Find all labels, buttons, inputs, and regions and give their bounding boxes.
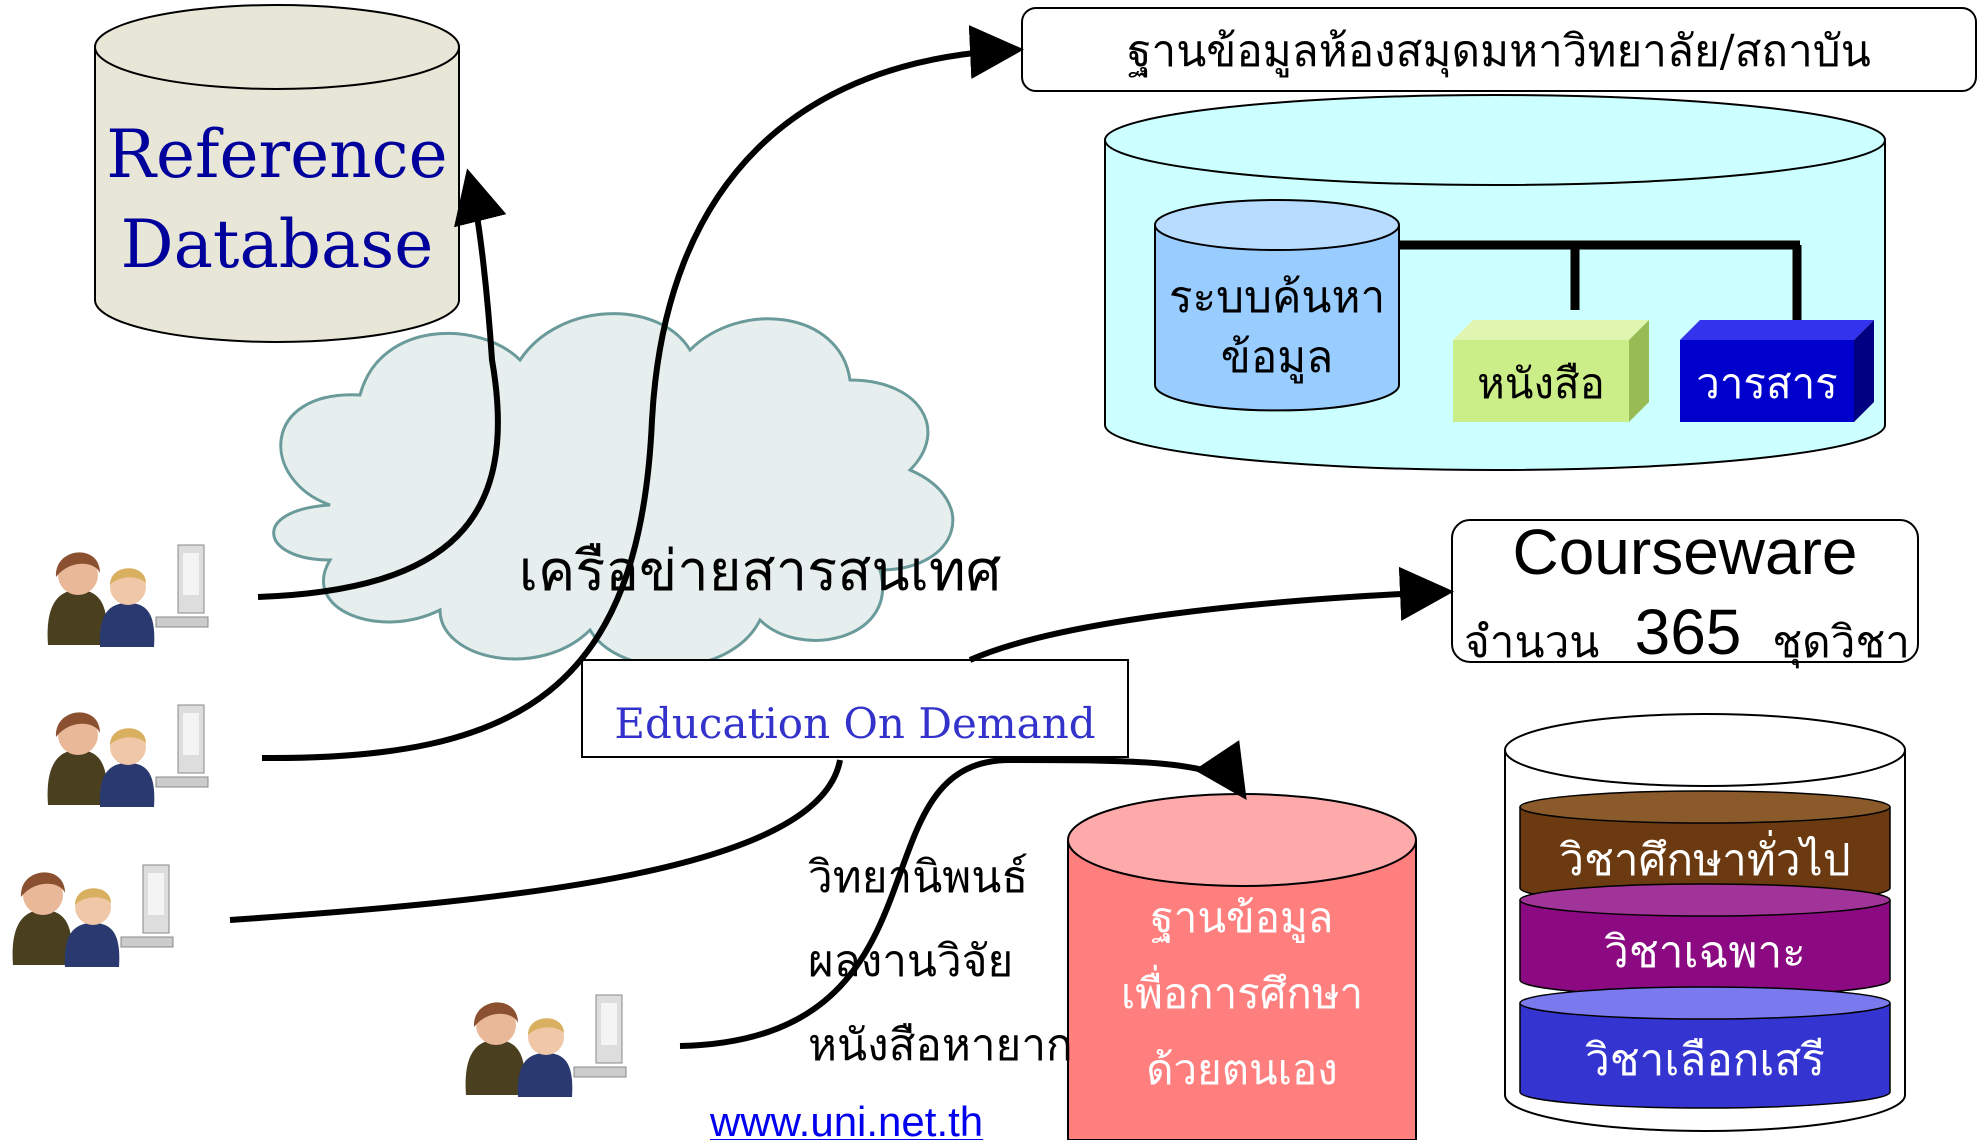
- resource-research: ผลงานวิจัย: [808, 936, 1013, 987]
- courseware-title: Courseware: [1512, 516, 1857, 588]
- search-system-label-1: ระบบค้นหา: [1169, 272, 1385, 323]
- eod-label: Education On Demand: [614, 699, 1095, 748]
- courseware-prefix: จำนวน: [1464, 617, 1599, 668]
- search-system-cylinder: ระบบค้นหา ข้อมูล: [1154, 199, 1400, 412]
- arrow-to-library-db: [261, 25, 1024, 762]
- specific-courses-layer: วิชาเฉพาะ: [1519, 883, 1891, 997]
- connections: [229, 25, 1454, 1049]
- library-connectors: [1400, 240, 1802, 325]
- website-link-text[interactable]: www.uni.net.th: [709, 1098, 983, 1140]
- courseware-box: Courseware จำนวน 365 ชุดวิชา: [1451, 516, 1919, 669]
- user-workstation-icon: [5, 864, 175, 970]
- user-workstation-icon: [40, 704, 210, 810]
- users: [5, 544, 628, 1100]
- network-cloud: [272, 312, 955, 668]
- journals-box: วารสาร: [1680, 320, 1874, 422]
- arrow-to-reference-db: [257, 168, 507, 600]
- arrow-to-courseware: [968, 566, 1454, 663]
- self-study-label-3: ด้วยตนเอง: [1146, 1045, 1338, 1094]
- courseware-count: 365: [1635, 596, 1742, 668]
- specific-courses-label: วิชาเฉพาะ: [1604, 927, 1806, 978]
- resource-rare-books: หนังสือหายาก: [808, 1020, 1073, 1071]
- self-study-database: ฐานข้อมูล เพื่อการศึกษา ด้วยตนเอง: [1067, 793, 1417, 1140]
- courseware-suffix: ชุดวิชา: [1772, 617, 1910, 669]
- books-box: หนังสือ: [1453, 320, 1649, 422]
- line-user3-network: [229, 759, 843, 923]
- reference-db-label-1: Reference: [106, 116, 447, 193]
- line-user4-resources: [679, 740, 1247, 1049]
- library-db-title-box: ฐานข้อมูลห้องสมุดมหาวิทยาลัย/สถาบัน: [1021, 7, 1977, 92]
- reference-db-label-2: Database: [121, 206, 434, 283]
- general-studies-layer: วิชาศึกษาทั่วไป: [1519, 790, 1891, 905]
- free-electives-layer: วิชาเลือกเสรี: [1519, 986, 1891, 1109]
- library-db-title: ฐานข้อมูลห้องสมุดมหาวิทยาลัย/สถาบัน: [1127, 26, 1871, 78]
- user-workstation-icon: [40, 544, 210, 650]
- reference-database: Reference Database: [94, 4, 460, 343]
- search-system-label-2: ข้อมูล: [1221, 332, 1333, 384]
- free-electives-label: วิชาเลือกเสรี: [1585, 1035, 1825, 1086]
- resource-thesis: วิทยานิพนธ์: [808, 852, 1029, 903]
- general-studies-label: วิชาศึกษาทั่วไป: [1559, 829, 1851, 886]
- journals-label: วารสาร: [1696, 359, 1838, 408]
- eod-box: Education On Demand: [581, 659, 1129, 758]
- books-label: หนังสือ: [1477, 359, 1605, 408]
- self-study-label-2: เพื่อการศึกษา: [1121, 965, 1363, 1018]
- website-link[interactable]: www.uni.net.th: [709, 1098, 983, 1140]
- resources-list: วิทยานิพนธ์ ผลงานวิจัย หนังสือหายาก: [808, 852, 1073, 1071]
- self-study-label-1: ฐานข้อมูล: [1151, 893, 1334, 943]
- user-workstation-icon: [458, 994, 628, 1100]
- network-label: เครือข่ายสารสนเทศ: [519, 539, 1002, 604]
